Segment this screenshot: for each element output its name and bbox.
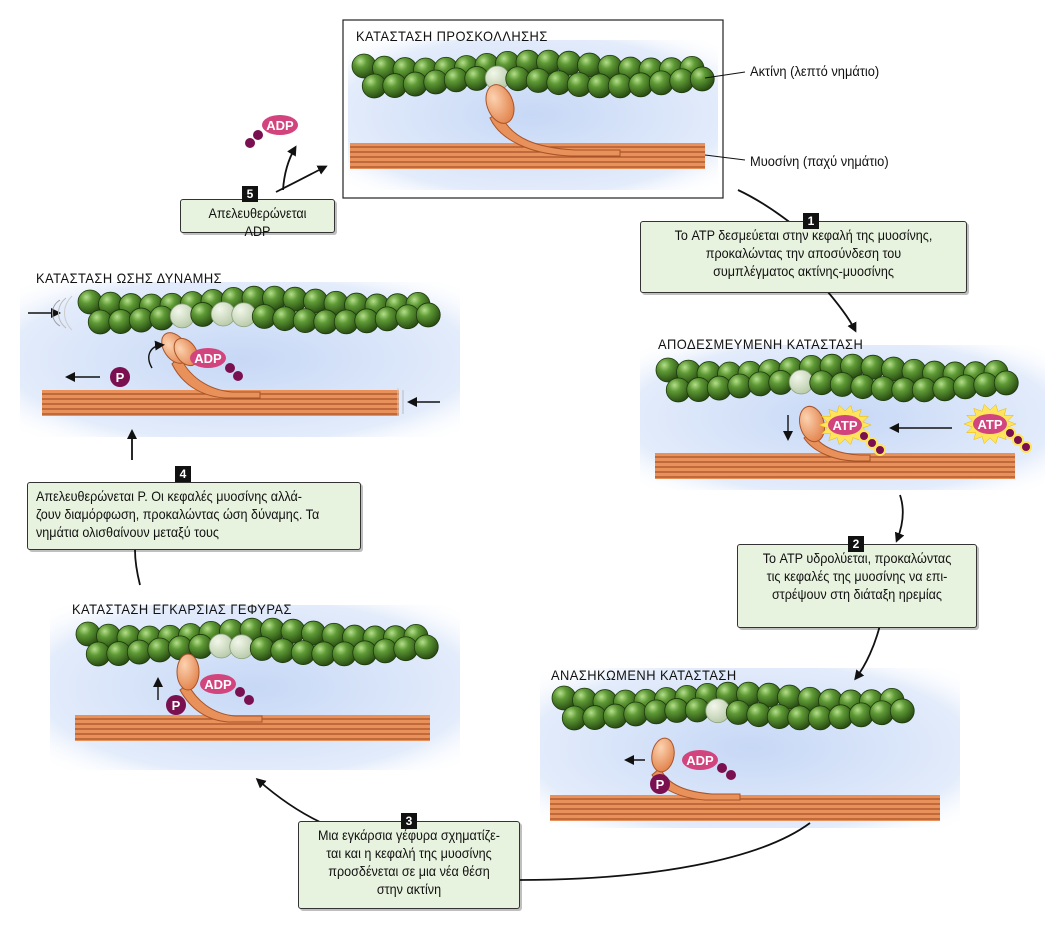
adp-label: ADP [194,351,222,366]
atp-label: ATP [832,418,857,433]
actin-filament-crossbridge [75,617,439,667]
step-text-2: Το ATP υδρολύεται, προκαλώντας τις κεφαλ… [762,550,952,602]
atp-label: ATP [977,417,1002,432]
step-box-3: Μια εγκάρσια γέφυρα σχηματίζε-ται και η … [298,821,520,909]
step-number-5: 5 [242,186,258,202]
myosin-filament-cocked [550,795,940,821]
step-text-1: Το ATP δεσμεύεται στην κεφαλή της μυοσίν… [674,227,933,279]
actin-label: Ακτίνη (λεπτό νημάτιο) [750,63,880,79]
actin-subunit [413,634,439,660]
phosphate-crossbridge: P [166,695,186,715]
actin-subunit [993,370,1019,396]
state-title-cocked: ΑΝΑΣΗΚΩΜΕΝΗ ΚΑΤΑΣΤΑΣΗ [551,667,737,683]
adp-label: ADP [266,118,294,133]
adp-powerstroke: ADP [190,348,243,381]
step-number-2: 2 [848,536,864,552]
adp-cocked: ADP [682,750,736,780]
step-number-3: 3 [401,813,417,829]
adp-released: ADP [245,115,298,148]
atp-free: ATP [963,404,1032,453]
p-label: P [172,698,181,713]
actin-filament-powerstroke [77,285,441,335]
actin-subunit [889,698,915,724]
phosphate-chain [858,430,886,456]
step-text-4: Απελευθερώνεται P. Οι κεφαλές μυοσίνης α… [36,488,320,540]
state-title-powerstroke: ΚΑΤΑΣΤΑΣΗ ΩΣΗΣ ΔΥΝΑΜΗΣ [36,270,223,286]
myosin-filament-powerstroke [42,390,399,416]
adp-crossbridge: ADP [200,674,254,705]
actin-subunit [415,302,441,328]
actin-subunit [689,66,715,92]
label-pointers [704,71,746,161]
p-label: P [656,777,665,792]
phosphate-cocked: P [650,774,670,794]
step-box-5: Απελευθερώνεται ADP [180,199,335,239]
actin-filament-released [655,353,1019,403]
atp-bound-released: ATP [818,405,886,456]
myosin-head-attached [485,84,621,157]
step-box-2: Το ATP υδρολύεται, προκαλώντας τις κεφαλ… [737,544,977,628]
step-text-5: Απελευθερώνεται ADP [208,205,307,239]
adp-label: ADP [686,753,714,768]
actin-filament-attached [351,49,715,99]
p-label: P [116,370,125,385]
adp-label: ADP [204,677,232,692]
myosin-head-crossbridge [176,653,263,723]
step-text-3: Μια εγκάρσια γέφυρα σχηματίζε-ται και η … [318,827,500,897]
state-title-released: ΑΠΟΔΕΣΜΕΥΜΕΝΗ ΚΑΤΑΣΤΑΣΗ [658,336,864,352]
step-number-1: 1 [803,213,819,229]
step-number-4: 4 [175,466,191,482]
phosphate-powerstroke: P [110,367,130,387]
state-title-crossbridge: ΚΑΤΑΣΤΑΣΗ ΕΓΚΑΡΣΙΑΣ ΓΕΦΥΡΑΣ [72,601,292,617]
phosphate-chain [1004,427,1032,453]
state-title-attached: ΚΑΤΑΣΤΑΣΗ ΠΡΟΣΚΟΛΛΗΣΗΣ [356,28,548,44]
motion-arrows [28,295,952,765]
step-box-4: Απελευθερώνεται P. Οι κεφαλές μυοσίνης α… [27,482,361,550]
actin-filament-cocked [551,681,915,731]
myosin-head-released [799,405,871,462]
myosin-label: Μυοσίνη (παχύ νημάτιο) [750,153,889,169]
step-box-1: Το ATP δεσμεύεται στην κεφαλή της μυοσίν… [640,221,967,293]
myosin-head-cocked [651,737,741,801]
